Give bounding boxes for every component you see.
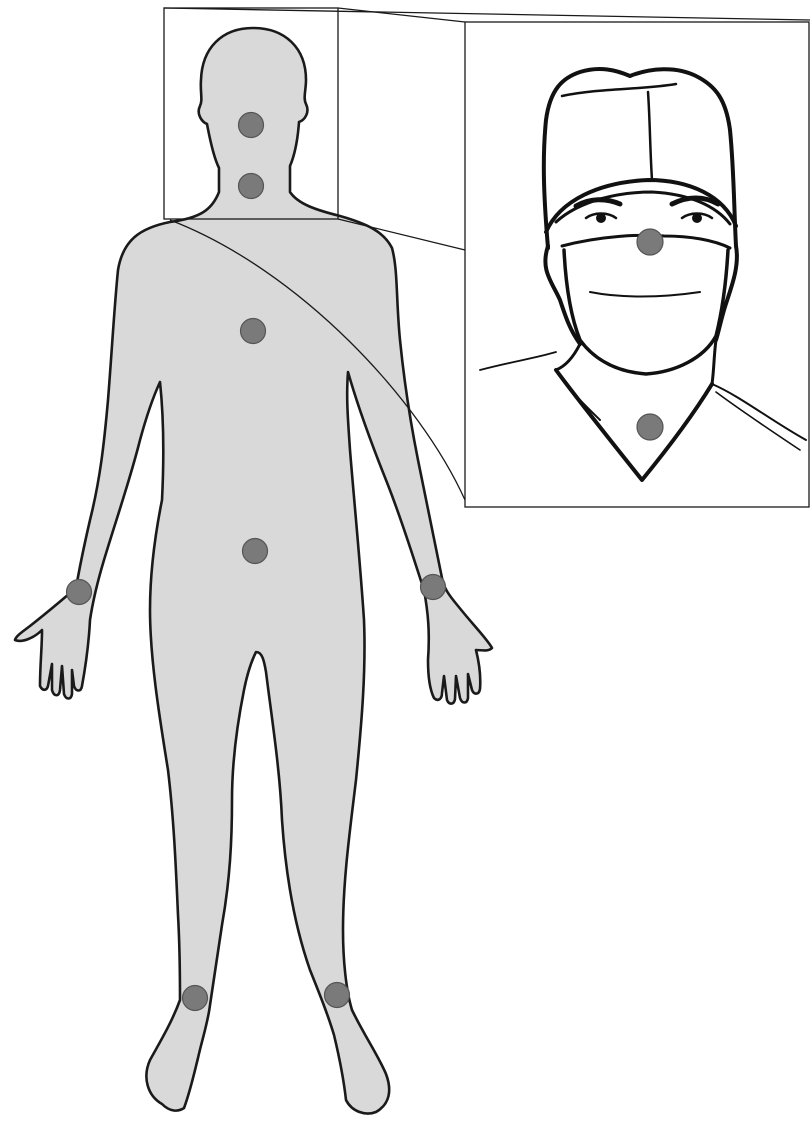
right-pupil (692, 213, 702, 223)
marker-nose (637, 229, 663, 255)
marker-right-wrist (421, 575, 446, 600)
inset-face-panel (465, 22, 809, 507)
marker-head (239, 113, 264, 138)
marker-abdomen (243, 539, 268, 564)
inset-frame (465, 22, 809, 507)
marker-neck (239, 174, 264, 199)
left-pupil (596, 213, 606, 223)
projection-line-top (164, 8, 810, 20)
marker-throat (637, 414, 663, 440)
marker-right-ankle (325, 983, 350, 1008)
marker-left-wrist (67, 580, 92, 605)
projection-line-inner-top (338, 8, 465, 22)
marker-chest (241, 319, 266, 344)
marker-left-ankle (183, 986, 208, 1011)
